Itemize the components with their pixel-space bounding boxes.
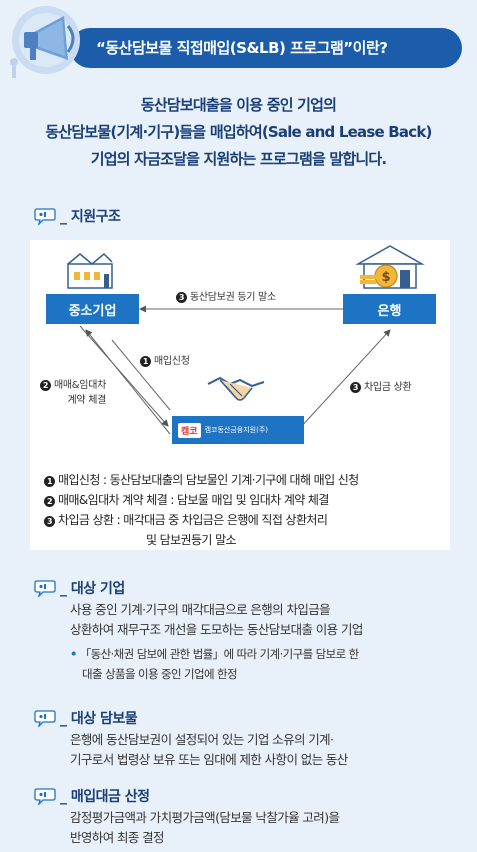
speech-bubble-icon: [34, 710, 56, 727]
intro-text: 동산담보대출을 이용 중인 기업의 동산담보물(기계·기구)들을 매입하여(Sa…: [0, 92, 477, 173]
bullet-dot: •: [70, 647, 77, 661]
valuation-text: 감정평가금액과 가치평가금액(담보물 낙찰가율 고려)을 반영하여 최종 결정: [70, 810, 340, 845]
header-banner: [70, 28, 462, 68]
page-title: “동산담보물 직접매입(S&LB) 프로그램”이란?: [96, 39, 388, 57]
step-number-2: 2: [40, 380, 51, 391]
section-heading-target-company: _ 대상 기업: [34, 578, 125, 598]
megaphone-icon: [10, 6, 80, 78]
svg-text:$: $: [381, 270, 390, 285]
step-number-3: 3: [176, 292, 187, 303]
intro-line: 동산담보물(기계·기구)들을 매입하여(Sale and Lease Back): [45, 123, 432, 141]
speech-bubble-icon: [34, 580, 56, 597]
section-heading-valuation: _ 매입대금 산정: [34, 786, 150, 806]
step-number-3: 3: [350, 382, 361, 393]
target-company-bullet: •「동산·채권 담보에 관한 법률」에 따라 기계·기구를 담보로 한 대출 상…: [70, 647, 359, 681]
legend-item-cont: 및 담보권등기 말소: [146, 533, 237, 547]
node-camco: 캠코 캠코동산금융지원(주): [172, 416, 304, 444]
speech-bubble-icon: [34, 788, 56, 805]
section-title: _ 지원구조: [60, 209, 121, 225]
node-bank: 은행: [343, 294, 436, 324]
factory-icon: [67, 252, 113, 289]
bank-money-icon: $: [355, 245, 425, 289]
target-company-text: 사용 중인 기계·기구의 매각대금으로 은행의 차입금을 상환하여 재무구조 개…: [70, 602, 363, 637]
camco-name: 캠코동산금융지원(주): [204, 426, 268, 434]
intro-line: 동산담보대출을 이용 중인 기업의: [140, 96, 337, 114]
speech-bubble-icon: [34, 208, 56, 225]
section-heading-structure: _ 지원구조: [34, 206, 121, 226]
handshake-icon: [207, 376, 265, 401]
section-title: _ 대상 담보물: [60, 711, 138, 727]
target-collateral-text: 은행에 동산담보권이 설정되어 있는 기업 소유의 기계· 기구로서 법령상 보…: [70, 732, 348, 767]
camco-logo: 캠코: [178, 422, 201, 438]
step-number-1: 1: [140, 356, 151, 367]
section-heading-target-collateral: _ 대상 담보물: [34, 708, 138, 728]
node-sme: 중소기업: [46, 294, 139, 324]
section-title: _ 대상 기업: [60, 581, 125, 597]
diagram-arrows: [79, 305, 391, 435]
section-title: _ 매입대금 산정: [60, 789, 150, 805]
intro-line: 기업의 자금조달을 지원하는 프로그램을 말합니다.: [90, 150, 387, 168]
